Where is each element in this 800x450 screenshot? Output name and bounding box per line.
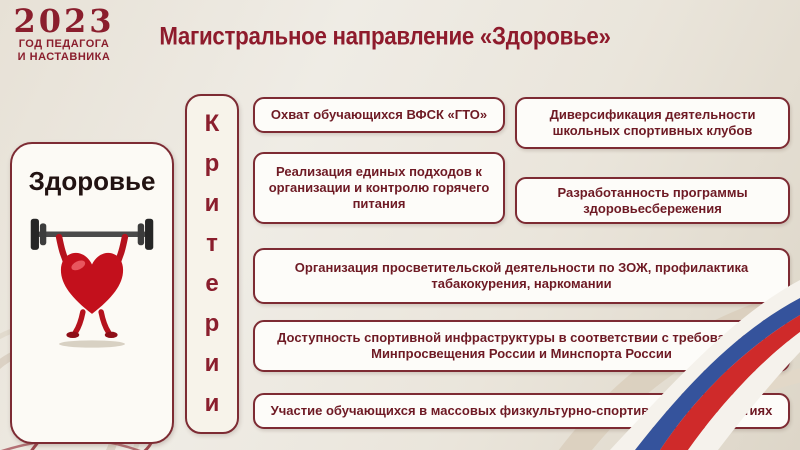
criteria-letter: и xyxy=(204,390,220,417)
criteria-letter: и xyxy=(204,350,220,377)
heart-lifting-barbell-icon xyxy=(28,211,156,354)
health-card-title: Здоровье xyxy=(28,166,156,196)
criterion-box-infrastructure: Доступность спортивной инфраструктуры в … xyxy=(253,320,790,372)
criterion-box-healthy-lifestyle: Организация просветительской деятельност… xyxy=(253,248,790,304)
criteria-letter: т xyxy=(206,230,218,257)
health-card: Здоровье xyxy=(10,142,174,444)
russian-flag-ribbon xyxy=(610,280,800,450)
criterion-box-health-program: Разработанность программы здоровьесбереж… xyxy=(515,177,790,224)
logo-line-2: И НАСТАВНИКА xyxy=(17,51,111,63)
criterion-box-gto: Охват обучающихся ВФСК «ГТО» xyxy=(253,97,505,133)
page-title: Магистральное направление «Здоровье» xyxy=(159,22,611,51)
logo: 2023 ГОД ПЕДАГОГА И НАСТАВНИКА xyxy=(6,4,122,64)
criteria-letter: р xyxy=(204,150,220,177)
criteria-letter: е xyxy=(205,270,219,297)
criteria-label-column: К р и т е р и и xyxy=(185,94,239,434)
criteria-letter: и xyxy=(204,190,220,217)
criterion-box-sport-clubs: Диверсификация деятельности школьных спо… xyxy=(515,97,790,149)
logo-line-1: ГОД ПЕДАГОГА xyxy=(18,38,110,50)
criteria-letter: р xyxy=(204,310,220,337)
criterion-box-hot-meals: Реализация единых подходов к организации… xyxy=(253,152,505,224)
criteria-letter: К xyxy=(204,110,220,137)
logo-year: 2023 xyxy=(13,2,115,40)
